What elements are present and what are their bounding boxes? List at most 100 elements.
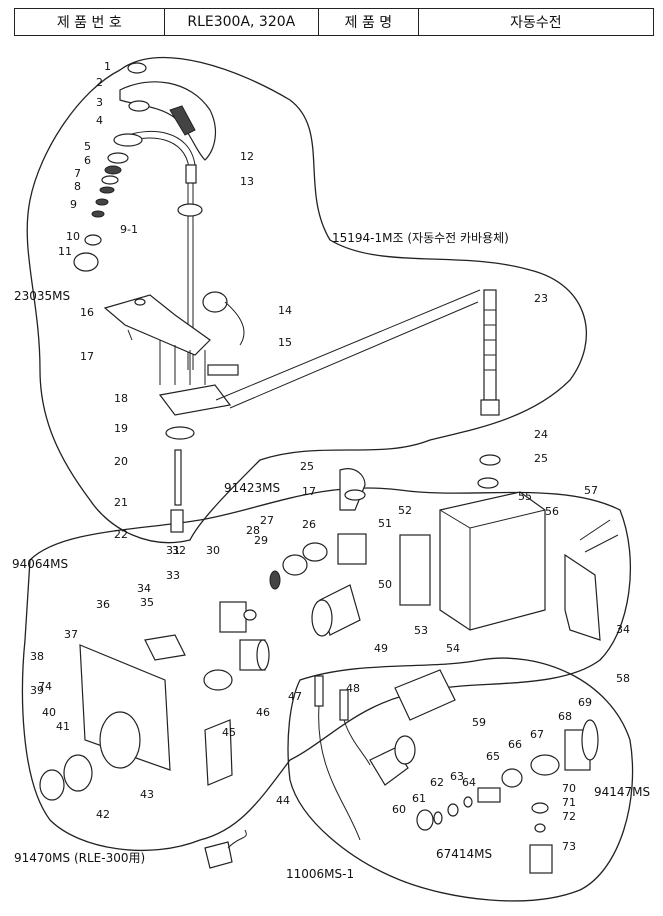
cover-plate xyxy=(204,719,233,786)
part-label: 27 xyxy=(260,514,274,527)
part-labels: 1 2 3 4 5 6 7 8 9 9-1 10 11 12 13 14 15 … xyxy=(30,60,630,853)
part-label: 9-1 xyxy=(120,223,138,236)
part-label: 40 xyxy=(42,706,56,719)
note-67414: 67414MS xyxy=(436,847,492,861)
part-label: 45 xyxy=(222,726,236,739)
part-label: 70 xyxy=(562,782,576,795)
valve-group-outline xyxy=(287,657,634,902)
part-label: 37 xyxy=(64,628,78,641)
mount-bracket xyxy=(103,294,239,385)
link-line xyxy=(229,301,479,409)
washer-stack xyxy=(73,152,129,272)
faucet-group-outline xyxy=(26,56,587,544)
power-module xyxy=(144,634,186,661)
part-label: 33 xyxy=(166,569,180,582)
product-name: 자동수전 xyxy=(510,15,562,31)
part-label: 30 xyxy=(206,544,220,557)
part-label: 34 xyxy=(616,623,630,636)
spout xyxy=(119,62,217,161)
part-label: 15 xyxy=(278,336,292,349)
solenoid xyxy=(311,584,361,637)
handwritten-notes: 15194-1M조 (자동수전 카바용체) 23035MS 91423MS 94… xyxy=(12,231,650,881)
part-label: 64 xyxy=(462,776,476,789)
part-label: 11 xyxy=(58,245,72,258)
part-label: 55 xyxy=(518,490,532,503)
plug-adapter xyxy=(204,829,247,869)
note-11006: 11006MS-1 xyxy=(286,867,354,881)
note-23035: 23035MS xyxy=(14,289,70,303)
part-label: 63 xyxy=(450,770,464,783)
supply-hose xyxy=(477,289,501,489)
title-block: 제 품 번 호 RLE300A, 320A 제 품 명 자동수전 xyxy=(14,8,654,36)
part-label: 29 xyxy=(254,534,268,547)
part-label: 46 xyxy=(256,706,270,719)
part-label: 69 xyxy=(578,696,592,709)
part-label: 71 xyxy=(562,796,576,809)
part-label: 66 xyxy=(508,738,522,751)
sensor-unit xyxy=(127,291,245,346)
part-label: 39 xyxy=(30,684,44,697)
part-label: 38 xyxy=(30,650,44,663)
motor-coupling xyxy=(203,639,270,691)
part-label: 57 xyxy=(584,484,598,497)
part-label: 36 xyxy=(96,598,110,611)
part-label: 5 xyxy=(84,140,91,153)
label-product-name: 제 품 명 xyxy=(319,9,419,35)
part-label: 60 xyxy=(392,803,406,816)
part-label: 54 xyxy=(446,642,460,655)
part-label: 68 xyxy=(558,710,572,723)
part-label: 19 xyxy=(114,422,128,435)
part-label: 73 xyxy=(562,840,576,853)
part-label: 8 xyxy=(74,180,81,193)
part-label: 47 xyxy=(288,690,302,703)
valve-assembly xyxy=(219,533,367,633)
note-94064: 94064MS xyxy=(12,557,68,571)
part-label: 59 xyxy=(472,716,486,729)
threaded-rod xyxy=(170,449,184,533)
part-label: 26 xyxy=(302,518,316,531)
valve-body xyxy=(369,719,599,874)
part-label: 20 xyxy=(114,455,128,468)
note-91470: 91470MS (RLE-300用) xyxy=(14,851,145,865)
part-label: 17 xyxy=(80,350,94,363)
control-group-outline xyxy=(21,487,631,851)
hoses xyxy=(314,675,371,841)
part-label: 24 xyxy=(534,428,548,441)
part-label: 58 xyxy=(616,672,630,685)
sensor-lens xyxy=(39,711,141,801)
model-number: RLE300A, 320A xyxy=(165,9,320,35)
base-washer xyxy=(165,426,195,440)
part-label: 13 xyxy=(240,175,254,188)
part-label: 67 xyxy=(530,728,544,741)
note-cover-assembly: 15194-1M조 (자동수전 카바용체) xyxy=(332,231,509,245)
part-label: 49 xyxy=(374,642,388,655)
part-label: 48 xyxy=(346,682,360,695)
part-label: 18 xyxy=(114,392,128,405)
part-label: 10 xyxy=(66,230,80,243)
part-label: 50 xyxy=(378,578,392,591)
part-label: 14 xyxy=(278,304,292,317)
part-label: 52 xyxy=(398,504,412,517)
part-label: 28 xyxy=(246,524,260,537)
part-label: 72 xyxy=(562,810,576,823)
base-plate xyxy=(158,384,232,416)
part-label: 53 xyxy=(414,624,428,637)
part-label: 34 xyxy=(137,582,151,595)
part-label: 35 xyxy=(140,596,154,609)
part-label: 25 xyxy=(534,452,548,465)
exploded-parts-diagram: 1 2 3 4 5 6 7 8 9 9-1 10 11 12 13 14 15 … xyxy=(12,56,650,902)
part-label: 43 xyxy=(140,788,154,801)
part-label: 65 xyxy=(486,750,500,763)
part-label: 41 xyxy=(56,720,70,733)
part-label: 31 xyxy=(166,544,180,557)
part-label: 25 xyxy=(300,460,314,473)
part-label: 16 xyxy=(80,306,94,319)
part-label: 44 xyxy=(276,794,290,807)
part-label: 74 xyxy=(38,680,52,693)
part-label: 32 xyxy=(172,544,186,557)
part-label: 42 xyxy=(96,808,110,821)
note-94147: 94147MS xyxy=(594,785,650,799)
link-line xyxy=(215,289,481,401)
wall-bracket xyxy=(564,519,619,641)
part-label: 9 xyxy=(70,198,77,211)
